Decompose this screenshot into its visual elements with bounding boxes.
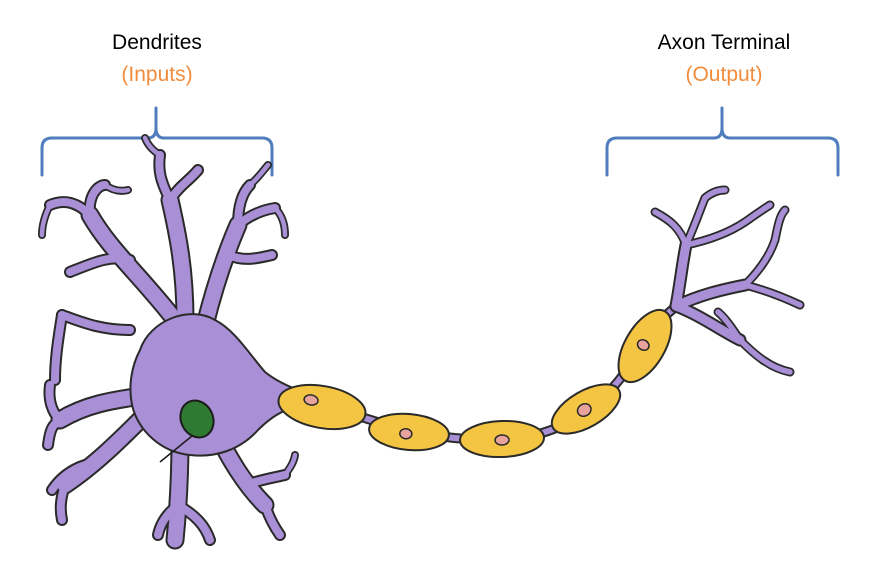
dendrites-label: Dendrites xyxy=(112,31,202,54)
myelin-segment-4 xyxy=(550,383,622,435)
myelin-segment-3 xyxy=(459,419,545,459)
axon-terminal-fill xyxy=(652,187,803,375)
axon-terminal-bracket xyxy=(605,106,840,177)
myelin-sheath xyxy=(277,308,673,459)
cell-nucleus xyxy=(179,399,215,439)
dendrites-sublabel: (Inputs) xyxy=(121,63,193,86)
nucleus-pointer-line xyxy=(159,435,193,463)
dendrite-fill xyxy=(39,135,298,548)
myelin-segment-2 xyxy=(368,412,450,452)
axon-terminal-sublabel: (Output) xyxy=(685,63,763,86)
dendrites-bracket xyxy=(40,106,274,177)
myelin-segment-5 xyxy=(617,308,673,384)
myelin-segment-1 xyxy=(277,383,367,431)
axon-terminal-label: Axon Terminal xyxy=(657,31,791,54)
cell-body xyxy=(129,313,299,457)
